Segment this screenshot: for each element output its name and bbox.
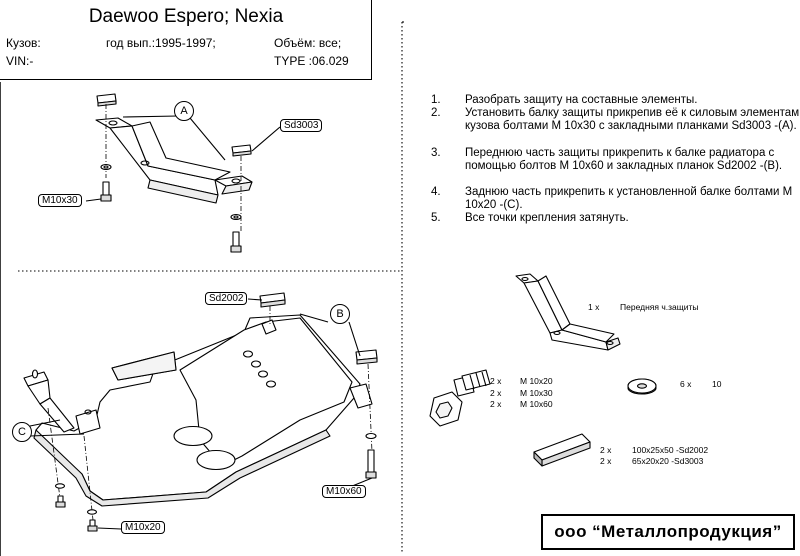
step-number: 1. [431, 94, 441, 106]
drawing-title: Daewoo Espero; Nexia [88, 6, 284, 27]
step-number: 4. [431, 186, 441, 198]
step-number: 5. [431, 212, 441, 224]
company-name: ооо “Металлопродукция” [541, 514, 795, 550]
bolt-qty: 2 x [490, 376, 502, 386]
bolt-size: M 10x30 [520, 388, 553, 398]
callout-sd3003: Sd3003 [280, 119, 323, 132]
bolt-size: M 10x20 [520, 376, 553, 386]
beam-drawing [85, 93, 281, 253]
bolt-qty: 2 x [490, 399, 502, 409]
callout-a: A [174, 101, 194, 121]
plate-qty: 2 x [600, 445, 612, 455]
callout-c: C [12, 422, 32, 442]
instructions-list: 1. Разобрать защиту на составные элемент… [431, 94, 799, 224]
years-label: год вып.:1995-1997; [106, 36, 216, 50]
plate-qty: 2 x [600, 456, 612, 466]
step-text: Переднюю часть защиты прикрепить к балке… [465, 147, 783, 173]
bolt-size: M 10x60 [520, 399, 553, 409]
vin-label: VIN:- [6, 54, 34, 68]
parts-drawings [429, 273, 657, 467]
washer-size: 10 [712, 379, 722, 389]
title-block [0, 0, 372, 80]
callout-m10x20: M10x20 [121, 521, 165, 534]
bolt-qty: 2 x [490, 388, 502, 398]
callout-m10x60: M10x60 [322, 485, 366, 498]
beam-qty: 1 x [588, 302, 600, 312]
skid-plate-drawing [23, 292, 378, 532]
step-number: 2. [431, 107, 441, 119]
callout-m10x30: M10x30 [38, 194, 82, 207]
callout-b: B [330, 304, 350, 324]
type-label: TYPE :06.029 [274, 54, 349, 68]
plate-name: 65x20x20 -Sd3003 [632, 456, 704, 466]
beam-name: Передняя ч.защиты [620, 302, 699, 312]
body-label: Кузов: [6, 36, 41, 50]
step-number: 3. [431, 147, 441, 159]
washer-qty: 6 x [680, 379, 692, 389]
step-text: Установить балку защиты прикрепив её к с… [465, 107, 800, 133]
step-text: Заднюю часть прикрепить к установленной … [465, 186, 793, 212]
volume-label: Объём: все; [274, 36, 342, 50]
step-text: Все точки крепления затянуть. [465, 212, 629, 224]
plate-name: 100x25x50 -Sd2002 [632, 445, 709, 455]
callout-sd2002: Sd2002 [205, 292, 248, 305]
step-text: Разобрать защиту на составные элементы. [465, 94, 698, 106]
